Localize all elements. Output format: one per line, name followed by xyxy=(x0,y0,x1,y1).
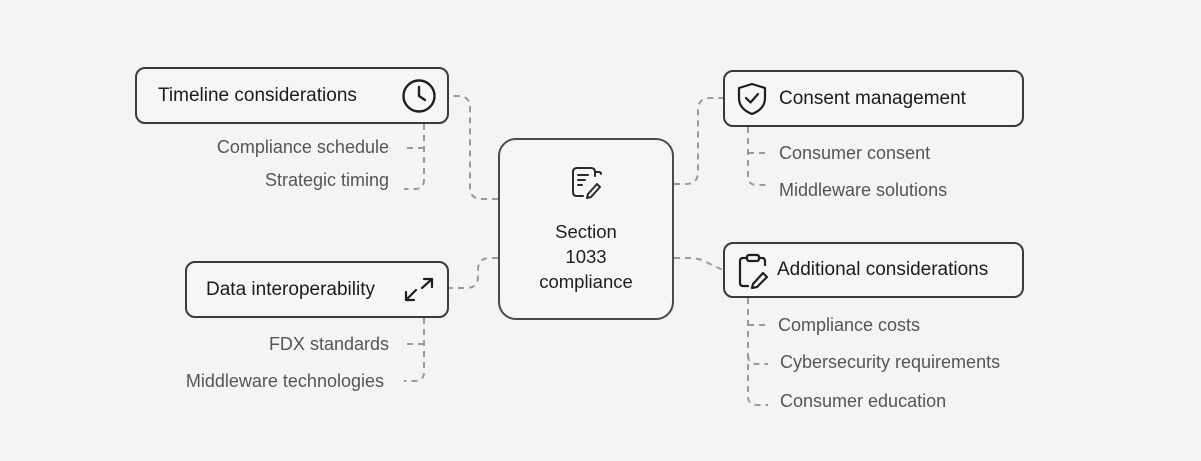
expand-arrows-icon xyxy=(403,277,435,308)
additional-item-1: Compliance costs xyxy=(778,315,921,335)
connector-additional xyxy=(674,257,724,271)
timeline-node: Timeline considerations xyxy=(135,67,449,124)
interop-node: Data interoperability xyxy=(185,261,449,318)
center-title-line-1: Section xyxy=(555,221,617,242)
center-node: Section 1033 compliance xyxy=(498,138,674,320)
consent-title: Consent management xyxy=(779,87,966,109)
additional-node: Additional considerations xyxy=(723,242,1024,298)
consent-item-2: Middleware solutions xyxy=(779,180,948,200)
document-edit-icon xyxy=(569,164,603,205)
clipboard-edit-icon xyxy=(736,253,770,294)
timeline-item-2: Strategic timing xyxy=(264,170,389,190)
timeline-item-1: Compliance schedule xyxy=(216,137,389,157)
connector-additional-items xyxy=(747,298,768,406)
interop-item-2: Middleware technologies xyxy=(185,371,384,391)
timeline-title: Timeline considerations xyxy=(158,84,357,106)
connector-timeline-items xyxy=(404,124,425,190)
center-title-line-3: compliance xyxy=(539,271,633,292)
shield-check-icon xyxy=(736,81,768,122)
additional-item-2: Cybersecurity requirements xyxy=(780,352,1001,372)
additional-title: Additional considerations xyxy=(777,259,989,280)
interop-title: Data interoperability xyxy=(206,278,375,300)
consent-node: Consent management xyxy=(723,70,1024,127)
connector-consent xyxy=(674,97,723,185)
center-title-line-2: 1033 xyxy=(565,246,607,267)
consent-item-1: Consumer consent xyxy=(779,143,931,163)
connector-interop-items xyxy=(404,318,425,382)
connector-timeline xyxy=(449,95,498,200)
connector-consent-items xyxy=(747,127,768,186)
connector-interop xyxy=(449,257,498,289)
interop-item-1: FDX standards xyxy=(268,334,389,354)
additional-item-3: Consumer education xyxy=(780,391,947,411)
clock-icon xyxy=(401,78,437,119)
